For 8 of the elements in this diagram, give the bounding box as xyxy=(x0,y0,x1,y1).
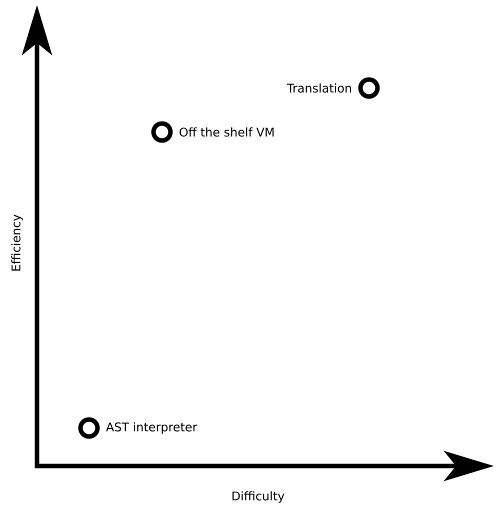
circle-marker xyxy=(78,417,100,439)
point-label: Translation xyxy=(286,83,352,93)
axis-label: Efficiency xyxy=(11,214,23,271)
circle-marker xyxy=(151,121,173,143)
circle-marker xyxy=(358,77,380,99)
axis-label: Difficulty xyxy=(232,491,284,503)
point-label: AST interpreter xyxy=(106,422,198,434)
point-label: Off the shelf VM xyxy=(180,127,274,137)
